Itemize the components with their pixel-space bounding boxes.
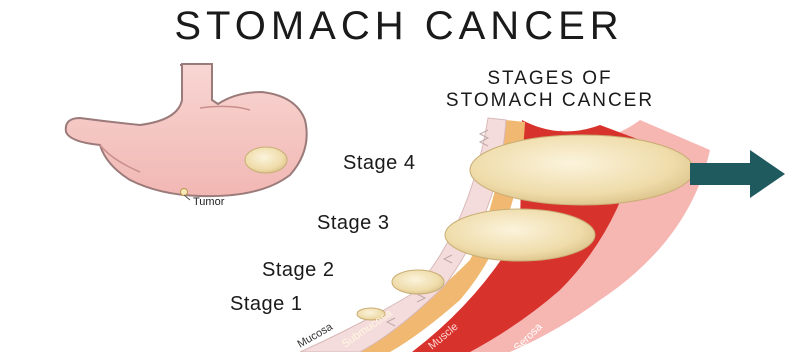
stomach-illustration <box>66 64 307 200</box>
stomach-tumor <box>245 147 287 173</box>
stage-1-label: Stage 1 <box>230 293 302 316</box>
tumor-label: Tumor <box>193 196 224 208</box>
page-title: STOMACH CANCER <box>0 4 798 49</box>
stage-3-label: Stage 3 <box>317 212 389 235</box>
stage-4-label: Stage 4 <box>343 152 415 175</box>
subtitle-line-2: STOMACH CANCER <box>410 90 690 112</box>
stage-2-tumor <box>392 270 444 294</box>
diagram-subtitle: STAGES OF STOMACH CANCER <box>410 68 690 112</box>
stage-2-label: Stage 2 <box>262 259 334 282</box>
stomach-body <box>66 64 307 196</box>
subtitle-line-1: STAGES OF <box>410 68 690 90</box>
small-tumor-marker <box>181 189 188 196</box>
stage-4-tumor <box>470 135 694 205</box>
stage-3-tumor <box>445 209 595 261</box>
